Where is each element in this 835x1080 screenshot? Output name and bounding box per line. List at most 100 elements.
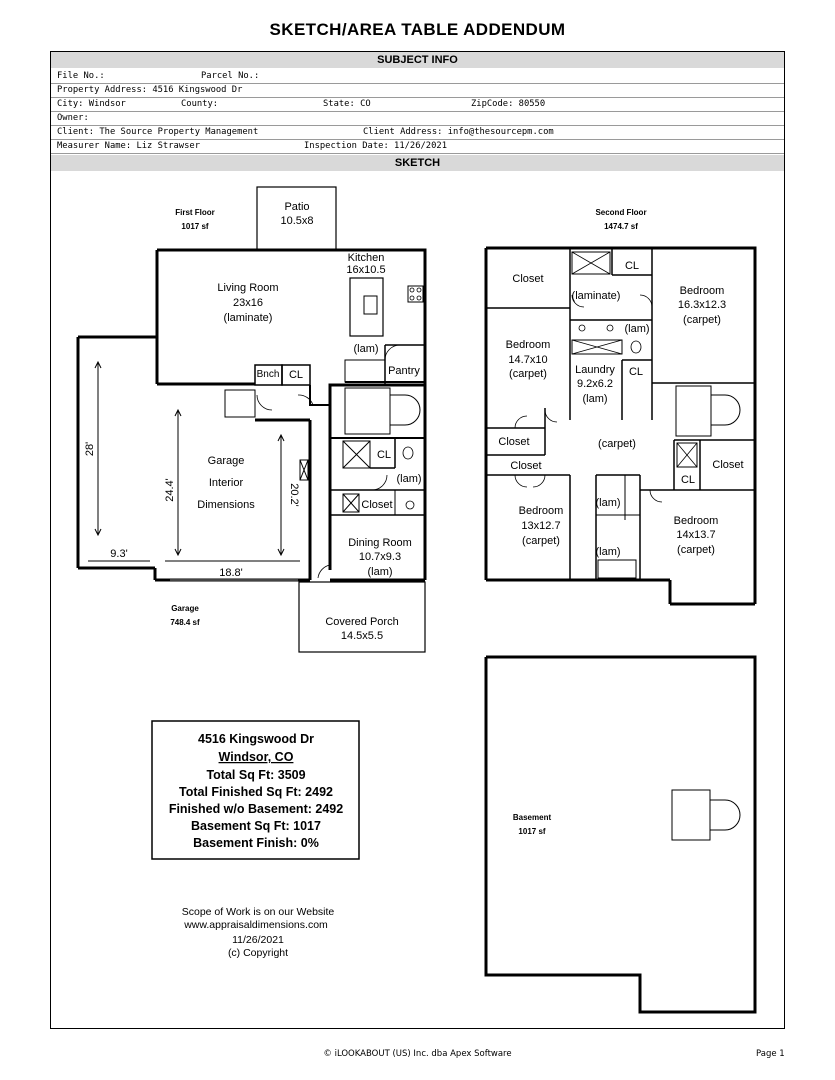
county: County:	[181, 99, 219, 109]
bedroom-3-label: Bedroom	[519, 505, 564, 517]
parcel-no: Parcel No.:	[201, 71, 260, 81]
kitchen-floor: (lam)	[353, 343, 378, 355]
garage-label-1: Garage	[208, 455, 245, 467]
bedroom-1-label: Bedroom	[680, 285, 725, 297]
kitchen-dim: 16x10.5	[346, 264, 385, 276]
bedroom-2-label: Bedroom	[506, 339, 551, 351]
dining-floor: (lam)	[367, 566, 392, 578]
pantry-label: Pantry	[388, 365, 420, 377]
subject-info-header: SUBJECT INFO	[51, 52, 784, 68]
bath-lam-2: (lam)	[595, 546, 620, 558]
closet-left-2: Closet	[510, 460, 541, 472]
cl-top: CL	[625, 260, 639, 272]
bedroom-2-dim: 14.7x10	[508, 354, 547, 366]
footer-page: Page 1	[756, 1049, 785, 1059]
living-dim: 23x16	[233, 297, 263, 309]
summary-box	[151, 720, 360, 860]
summary-address: 4516 Kingswood Dr	[198, 732, 314, 746]
closet-right: Closet	[712, 459, 743, 471]
laundry-label: Laundry	[575, 364, 615, 376]
closet-left: Closet	[498, 436, 529, 448]
scope-line-3: 11/26/2021	[232, 934, 284, 946]
garage-floor-label: Garage	[171, 604, 199, 613]
bath-lam-label: (lam)	[624, 323, 649, 335]
addendum-frame: SUBJECT INFO File No.: Parcel No.: Prope…	[50, 51, 785, 1029]
inspection-date: Inspection Date: 11/26/2021	[304, 141, 447, 151]
bath-cl-label: CL	[377, 449, 391, 461]
garage-dim-interior-depth: 24.4'	[164, 478, 176, 502]
property-address: Property Address: 4516 Kingswood Dr	[57, 85, 243, 95]
second-floor-plan	[484, 246, 757, 606]
patio-dim: 10.5x8	[280, 215, 313, 227]
second-floor-label: Second Floor	[595, 208, 646, 217]
closet-label: Closet	[361, 499, 392, 511]
client-row: Client: The Source Property Management C…	[51, 126, 784, 140]
laundry-floor: (lam)	[582, 393, 607, 405]
porch-label: Covered Porch	[325, 616, 398, 628]
garage-dim-depth: 28'	[84, 442, 96, 456]
file-row: File No.: Parcel No.:	[51, 70, 784, 84]
summary-basement-finish: Basement Finish: 0%	[193, 836, 319, 850]
zipcode: ZipCode: 80550	[471, 99, 546, 109]
measurer: Measurer Name: Liz Strawser	[57, 141, 200, 151]
bath-lam-1: (lam)	[595, 497, 620, 509]
garage-dim-width: 18.8'	[219, 567, 243, 579]
bedroom-1-dim: 16.3x12.3	[678, 299, 726, 311]
first-floor-label: First Floor	[175, 208, 215, 217]
sketch-header: SKETCH	[51, 155, 784, 171]
page-title: SKETCH/AREA TABLE ADDENDUM	[269, 20, 566, 39]
summary-total-sqft: Total Sq Ft: 3509	[206, 768, 305, 782]
bedroom-2-floor: (carpet)	[509, 368, 547, 380]
cl-mid: CL	[629, 366, 643, 378]
city: City: Windsor	[57, 99, 126, 109]
garage-dim-left-width: 9.3'	[110, 548, 127, 560]
client: Client: The Source Property Management	[57, 127, 259, 137]
owner: Owner:	[57, 113, 89, 123]
bedroom-4-label: Bedroom	[674, 515, 719, 527]
second-floor-area: 1474.7 sf	[604, 222, 638, 231]
hall-floor: (carpet)	[598, 438, 636, 450]
closet-top-left: Closet	[512, 273, 543, 285]
bath-floor: (lam)	[396, 473, 421, 485]
garage-plan	[76, 335, 312, 582]
bedroom-1-floor: (carpet)	[683, 314, 721, 326]
bedroom-4-dim: 14x13.7	[676, 529, 715, 541]
garage-dim-right: 20.2'	[288, 483, 300, 507]
garage-floor-area: 748.4 sf	[170, 618, 200, 627]
basement-plan	[484, 655, 757, 1014]
garage-label-2: Interior	[209, 477, 244, 489]
summary-city: Windsor, CO	[219, 750, 294, 764]
bedroom-3-dim: 13x12.7	[521, 520, 560, 532]
scope-line-4: (c) Copyright	[228, 947, 288, 959]
basement-floor-area: 1017 sf	[518, 827, 545, 836]
dining-label: Dining Room	[348, 537, 412, 549]
file-no: File No.:	[57, 71, 105, 81]
kitchen-label: Kitchen	[348, 252, 385, 264]
laminate-label: (laminate)	[572, 290, 621, 302]
summary-finished-wo-basement: Finished w/o Basement: 2492	[169, 802, 343, 816]
scope-line-1: Scope of Work is on our Website	[182, 906, 335, 918]
scope-line-2: www.appraisaldimensions.com	[183, 919, 328, 931]
closet-cl-label: CL	[289, 369, 303, 381]
bench-label: Bnch	[257, 369, 280, 380]
bedroom-3-floor: (carpet)	[522, 535, 560, 547]
garage-label-3: Dimensions	[197, 499, 255, 511]
porch-dim: 14.5x5.5	[341, 630, 383, 642]
city-row: City: Windsor County: State: CO ZipCode:…	[51, 98, 784, 112]
footer-copyright: © iLOOKABOUT (US) Inc. dba Apex Software	[323, 1049, 512, 1059]
laundry-dim: 9.2x6.2	[577, 378, 613, 390]
state: State: CO	[323, 99, 371, 109]
address-row: Property Address: 4516 Kingswood Dr	[51, 84, 784, 98]
living-label: Living Room	[217, 282, 278, 294]
summary-total-finished: Total Finished Sq Ft: 2492	[179, 785, 333, 799]
first-floor-area: 1017 sf	[181, 222, 208, 231]
cl-right: CL	[681, 474, 695, 486]
bedroom-4-floor: (carpet)	[677, 544, 715, 556]
dining-dim: 10.7x9.3	[359, 551, 401, 563]
first-floor-plan	[155, 186, 427, 653]
living-floor: (laminate)	[224, 312, 273, 324]
client-address: Client Address: info@thesourcepm.com	[363, 127, 554, 137]
basement-floor-label: Basement	[513, 813, 552, 822]
owner-row: Owner:	[51, 112, 784, 126]
